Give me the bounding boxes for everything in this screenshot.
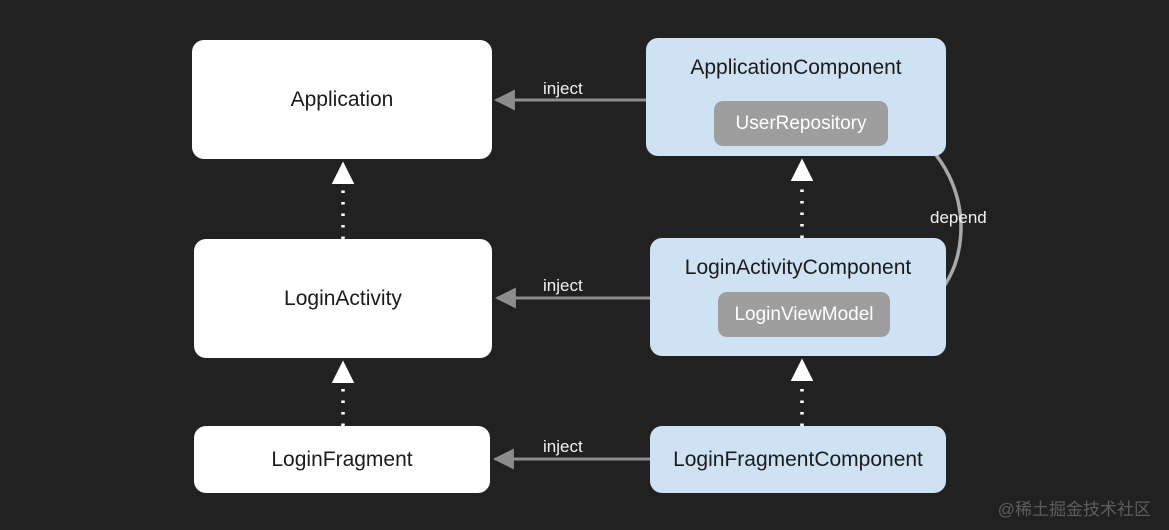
node-application-component-label: ApplicationComponent (690, 56, 902, 79)
node-application-component[interactable]: ApplicationComponent UserRepository (646, 38, 946, 156)
inner-box-login-view-model-label: LoginViewModel (734, 304, 874, 325)
node-application-label: Application (290, 88, 394, 111)
node-login-fragment-component[interactable]: LoginFragmentComponent (650, 426, 946, 493)
node-application[interactable]: Application (192, 40, 492, 159)
watermark: @稀土掘金技术社区 (997, 500, 1151, 519)
inner-box-login-view-model[interactable]: LoginViewModel (718, 292, 890, 337)
edge-label-inject-bottom: inject (543, 437, 583, 456)
node-login-activity-label: LoginActivity (284, 287, 402, 310)
inner-box-user-repository-label: UserRepository (735, 113, 867, 134)
node-login-activity[interactable]: LoginActivity (194, 239, 492, 358)
node-login-activity-component[interactable]: LoginActivityComponent LoginViewModel (650, 238, 946, 356)
node-login-fragment[interactable]: LoginFragment (194, 426, 490, 493)
node-login-activity-component-label: LoginActivityComponent (684, 256, 912, 279)
node-login-fragment-component-label: LoginFragmentComponent (673, 448, 923, 471)
edge-label-inject-top: inject (543, 79, 583, 98)
edge-label-depend: depend (930, 208, 987, 227)
edge-label-inject-middle: inject (543, 276, 583, 295)
inner-box-user-repository[interactable]: UserRepository (714, 101, 888, 146)
node-login-fragment-label: LoginFragment (271, 448, 413, 471)
